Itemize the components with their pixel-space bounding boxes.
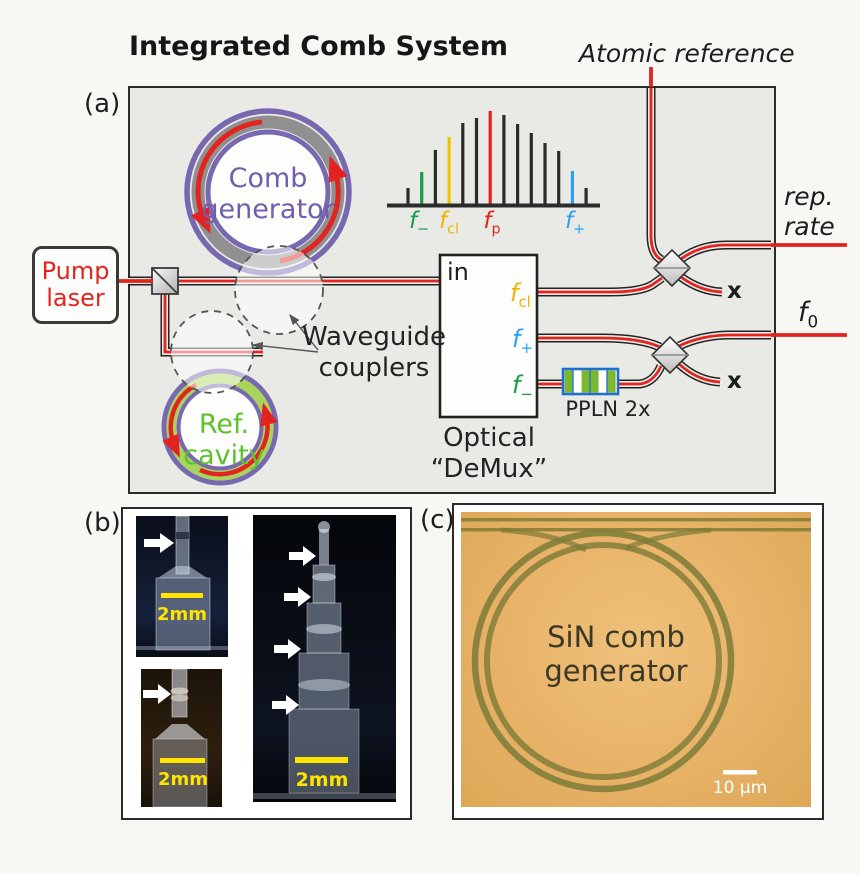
photo-resonator-tower: 2mm — [253, 515, 396, 802]
coupler-zones — [170, 245, 324, 394]
scale-bar — [161, 593, 203, 598]
ref-cavity-label: Ref. cavity — [183, 409, 265, 471]
atomic-reference-label: Atomic reference — [579, 39, 795, 68]
glass-tower — [253, 521, 396, 799]
pointer-arrow-icon — [284, 587, 311, 607]
x-output-top: x — [727, 278, 742, 304]
spectrum-tooth — [543, 143, 547, 207]
demux-caption: Optical “DeMux” — [430, 423, 548, 484]
glass-microrod — [136, 516, 228, 651]
spectrum-baseline — [387, 203, 600, 208]
dashed-coupler-circle-comb — [234, 245, 324, 335]
panel-a-label: (a) — [84, 89, 121, 119]
rep-rate-label: rep. rate — [784, 182, 835, 241]
pointer-arrow-icon — [289, 546, 316, 566]
figure-title: Integrated Comb System — [129, 31, 508, 62]
spectrum-tooth — [406, 188, 410, 207]
panel-c-label: (c) — [420, 505, 455, 535]
spectrum-tooth — [516, 124, 520, 207]
circulation-arrow-left — [190, 119, 263, 234]
micrograph-sin-ring: SiN comb generator 10 μm — [461, 512, 811, 807]
spectrum-tooth — [570, 171, 574, 207]
x-output-bottom: x — [727, 368, 742, 394]
scale-bar — [295, 757, 348, 763]
ppln-label: PPLN 2x — [565, 397, 651, 421]
beam-splitter-cube — [151, 267, 179, 295]
panel-b-label: (b) — [84, 508, 121, 538]
spectrum-tooth — [488, 111, 492, 207]
ring-waveguide-outer — [471, 529, 735, 793]
scale-bar — [160, 758, 205, 763]
scale-text: 2mm — [157, 769, 209, 790]
pump-laser-box: Pump laser — [32, 246, 119, 324]
diamond-coupler-top — [652, 248, 692, 288]
demux-box — [438, 253, 539, 419]
pointer-arrow-icon — [272, 695, 299, 715]
spectrum-tooth — [474, 118, 479, 207]
comb-generator-label: Comb generator — [201, 163, 335, 225]
ppln-component — [561, 367, 620, 396]
spectrum-tooth — [461, 123, 465, 207]
circulation-arrow-left — [162, 383, 198, 458]
pointer-arrow-icon — [144, 533, 174, 553]
glass-microrod — [143, 669, 208, 807]
ring-waveguide-inner — [484, 542, 722, 780]
spectrum-tooth — [447, 137, 451, 207]
scale-text: 10 μm — [712, 778, 768, 798]
demux-output-f-minus: f− — [512, 371, 533, 403]
pump-laser-label-line2: laser — [46, 284, 105, 312]
diamond-coupler-bottom — [650, 335, 690, 375]
demux-in-label: in — [447, 258, 469, 286]
scale-text: 2mm — [295, 769, 349, 791]
circulation-arrow-right — [199, 402, 278, 477]
comb-spectrum — [387, 111, 600, 208]
scale-text: 2mm — [156, 604, 208, 625]
bus-waveguide — [461, 518, 811, 522]
demux-output-f-cl: fcl — [510, 279, 531, 311]
waveguide-couplers-label: Waveguide couplers — [301, 322, 447, 383]
scale-bar — [723, 770, 757, 775]
pointer-arrow-icon — [274, 639, 301, 659]
sin-ring-drawing — [461, 518, 811, 793]
bus-waveguide — [461, 528, 811, 532]
spectrum-tooth — [529, 133, 533, 207]
spectrum-label-f-plus: f+ — [564, 208, 586, 238]
photo-resonator-beads: 2mm — [141, 669, 222, 807]
sin-comb-generator-label: SiN comb generator — [544, 620, 688, 688]
spectrum-label-f-minus: f− — [408, 208, 430, 238]
spectrum-label-f-p: fp — [483, 208, 501, 238]
coupler-annotation-arrows — [251, 313, 319, 353]
dashed-coupler-circle-ref — [170, 310, 254, 394]
pointer-arrow-icon — [143, 684, 171, 704]
spectrum-tooth — [584, 188, 588, 207]
spectrum-label-f-cl: fcl — [439, 208, 459, 238]
demux-output-f-plus: f+ — [512, 325, 533, 357]
spectrum-tooth — [420, 172, 424, 207]
spectrum-tooth — [433, 150, 437, 207]
spectrum-tooth — [557, 151, 561, 207]
f0-label: f0 — [798, 297, 819, 332]
pump-laser-label-line1: Pump — [41, 257, 110, 285]
comb-generator-ring — [184, 108, 352, 276]
photo-resonator-small: 2mm — [136, 516, 228, 657]
spectrum-tooth — [502, 115, 506, 207]
